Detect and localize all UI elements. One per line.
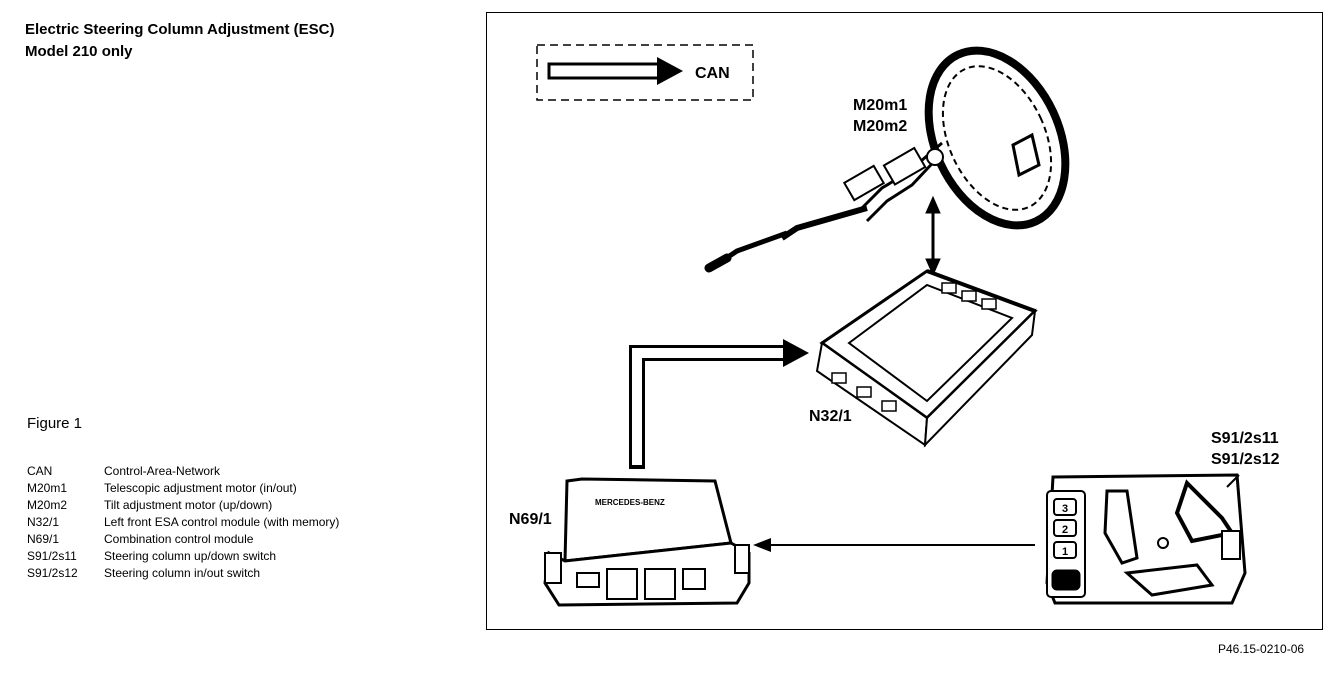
module-label-n69: N69/1 <box>509 511 552 528</box>
legend: CAN Control-Area-Network M20m1 Telescopic … <box>27 463 339 582</box>
module-label-n32: N32/1 <box>809 408 852 425</box>
switch-label-s91-2s11: S91/2s11 <box>1211 430 1279 447</box>
legend-row: S91/2s11 Steering column up/down switch <box>27 548 339 565</box>
legend-row: S91/2s12 Steering column in/out switch <box>27 565 339 582</box>
page-title: Electric Steering Column Adjustment (ESC… <box>25 19 335 63</box>
legend-row: M20m1 Telescopic adjustment motor (in/out… <box>27 480 339 497</box>
legend-code: S91/2s12 <box>27 566 78 580</box>
can-key: CAN <box>536 44 754 101</box>
legend-desc: Steering column up/down switch <box>104 549 277 563</box>
can-key-frame <box>536 44 754 101</box>
switch-panel-illustration <box>1045 473 1247 605</box>
legend-code: M20m2 <box>27 498 68 512</box>
diagram-canvas: CAN M20m1 M20m2 <box>509 44 1280 607</box>
can-key-label: CAN <box>695 65 730 82</box>
can-arrow-icon <box>547 57 683 85</box>
legend-desc: Tilt adjustment motor (up/down) <box>104 498 273 512</box>
legend-code: S91/2s11 <box>27 549 77 563</box>
switch-button-1: 1 <box>1062 546 1068 558</box>
steering-column-illustration <box>704 46 1070 273</box>
figure-label: Figure 1 <box>27 415 83 432</box>
legend-desc: Telescopic adjustment motor (in/out) <box>104 481 297 495</box>
legend-desc: Combination control module <box>104 532 254 546</box>
legend-row: N69/1 Combination control module <box>27 531 339 548</box>
title-line-2: Model 210 only <box>25 43 133 60</box>
motor-label-m20m2: M20m2 <box>853 118 907 135</box>
double-arrow-icon <box>925 195 941 277</box>
legend-code: N69/1 <box>27 532 60 546</box>
arrow-switch-to-n69 <box>753 538 1035 552</box>
legend-row: M20m2 Tilt adjustment motor (up/down) <box>27 497 339 514</box>
legend-code: M20m1 <box>27 481 68 495</box>
legend-desc: Left front ESA control module (with memo… <box>104 515 340 529</box>
figure-reference: P46.15-0210-06 <box>1218 642 1305 656</box>
motor-label-m20m1: M20m1 <box>853 97 907 114</box>
legend-code: N32/1 <box>27 515 60 529</box>
can-arrow-n69-to-n32 <box>629 339 809 469</box>
n32-module-illustration <box>815 269 1038 448</box>
legend-desc: Control-Area-Network <box>104 464 221 478</box>
switch-button-3: 3 <box>1062 503 1068 515</box>
switch-label-s91-2s12: S91/2s12 <box>1211 451 1280 468</box>
switch-button-2: 2 <box>1062 524 1068 536</box>
legend-code: CAN <box>27 464 53 478</box>
legend-row: CAN Control-Area-Network <box>27 463 339 480</box>
legend-desc: Steering column in/out switch <box>104 566 261 580</box>
legend-row: N32/1 Left front ESA control module (with… <box>27 514 339 531</box>
system-diagram: CAN M20m1 M20m2 <box>486 12 1323 630</box>
title-line-1: Electric Steering Column Adjustment (ESC… <box>25 21 335 38</box>
n69-brand-text: MERCEDES-BENZ <box>595 498 665 507</box>
n69-module-illustration <box>543 477 751 607</box>
